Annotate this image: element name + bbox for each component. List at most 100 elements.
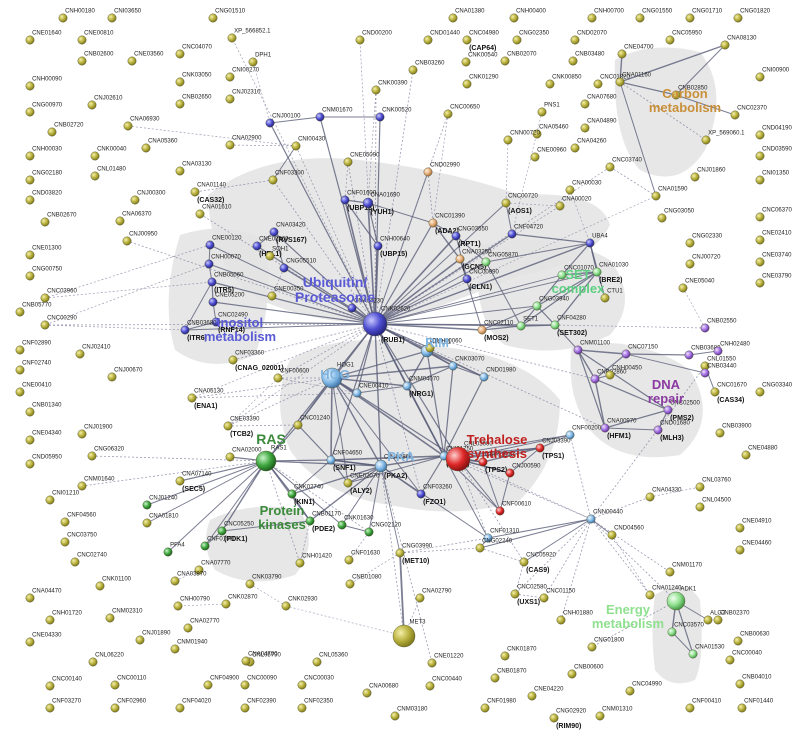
node-cnb02070[interactable]: CNB02070 [500,51,537,66]
node-cna01690[interactable]: CNA01690(YUH1) [362,193,401,217]
node-cnl03760[interactable]: CNL03760 [695,477,732,492]
node-cnk03070[interactable]: CNK03070 [448,356,485,371]
node-cnd03590[interactable]: CND03590 [755,146,793,161]
node-cnb01080[interactable]: CNB01080 [345,574,382,589]
node-cnm01170[interactable]: CNM01170 [665,562,703,577]
node-cne00120[interactable]: CNE00120 [205,235,242,250]
node-cna07680[interactable]: CNA07680 [580,94,617,109]
node-cnf02810[interactable]: CNF02810(TPS2) [478,452,515,474]
node-cnb01170[interactable]: CNB01170(PDE2) [305,511,342,533]
node-cne05200[interactable]: CNE05200 [208,292,245,307]
node-cnf04720[interactable]: CNF04720 [507,224,544,239]
node-cnh01720[interactable]: CNH01720 [45,610,83,625]
node-cne05040[interactable]: CNE05040 [678,278,715,293]
node-cne03790[interactable]: CNE03790 [755,273,792,288]
node-cna01530[interactable]: CNA01530 [688,644,725,659]
node-cni00900[interactable]: CNI00900 [755,67,790,82]
node-cna02000[interactable]: CNA02000 [225,447,262,462]
node-cnc02110[interactable]: CNC02110(MOS2) [477,320,514,342]
node-cng03940[interactable]: CNG03940 [532,296,570,311]
node-met3[interactable]: MET3 [392,620,426,648]
node-cnc03740[interactable]: CNC03740 [605,157,643,172]
node-cne02070[interactable]: CNE02070(ALY2) [343,473,380,495]
node-cnc00040[interactable]: CNC00040 [725,650,763,665]
node-set1[interactable]: SET1 [516,316,539,331]
node-cna02900[interactable]: CNA02900 [225,135,262,150]
node-cna05130[interactable]: CNA05130(ENA1) [187,388,224,410]
node-cnc03750[interactable]: CNC03750 [60,532,98,547]
node-cnf02960[interactable]: CNF02960 [110,698,147,713]
node-adk1[interactable]: ADK1 [666,587,697,611]
node-cna06370[interactable]: CNA06370 [115,211,152,226]
node-cni00270[interactable]: CNI00270 [225,67,260,82]
node-uba4[interactable]: UBA4 [585,233,609,248]
node-cnj01860[interactable]: CNJ01860 [690,167,726,182]
node-cnf01970[interactable]: CNF01970 [200,536,237,551]
node-cnf00600[interactable]: CNF00600 [273,368,310,383]
node-cne00350[interactable]: CNE00350 [267,286,304,301]
node-cnb03480[interactable]: CNB03480 [568,51,605,66]
node-cnf03260[interactable]: CNF03260(FZO1) [416,484,453,506]
node-cnf03270[interactable]: CNF03270 [45,698,82,713]
node-cnh00790[interactable]: CNH00790 [173,596,211,611]
node-cna03870[interactable]: CNA03870 [170,571,207,586]
node-cnk00390[interactable]: CNK00390 [371,80,408,95]
node-cnf03300[interactable]: CNF03300 [268,170,305,185]
node-cnc00140[interactable]: CNC00140 [45,676,83,691]
node-cnf01440[interactable]: CNF01440 [737,698,774,713]
node-cnb02850[interactable]: CNB02850 [671,85,708,100]
node-cnd01680[interactable]: CND01680(MLH3) [653,420,691,442]
node-hog1[interactable]: HOG1 [321,363,355,389]
node-cng05870[interactable]: CNG05870 [481,252,519,267]
node-cnb03900[interactable]: CNB03900 [715,423,752,438]
node-cng00970[interactable]: CNG00970 [25,102,63,117]
node-cna01380[interactable]: CNA01380 [448,8,485,23]
node-cnh00070[interactable]: CNH00070 [204,254,242,269]
node-cnf01310[interactable]: CNF01310 [483,528,520,543]
node-cnf02350[interactable]: CNF02350 [297,698,334,713]
node-cnh00450[interactable]: CNH00450 [605,365,643,380]
node-cnm01670[interactable]: CNM01670 [315,107,353,122]
node-cnl04500[interactable]: CNL04500 [695,497,732,512]
node-cng02120[interactable]: CNG02120 [364,522,402,537]
node-pfa4[interactable]: PFA4 [163,542,186,557]
node-cni01210[interactable]: CNI01210 [45,490,80,505]
node-cne03390[interactable]: CNE03390(TCB2) [223,416,260,438]
node-cnm04070[interactable]: CNM04070(NRG1) [402,376,440,398]
node-cne03560[interactable]: CNE03560 [127,51,164,66]
node-cnd01980[interactable]: CND01980 [479,367,517,382]
node-cnf02890[interactable]: CNF02890 [15,340,52,355]
node-cna01160[interactable]: CNA01160 [615,72,652,87]
node-cnc05250[interactable]: CNC05250(PDK1) [217,521,255,543]
node-cnf04280[interactable]: CNF04280(SET302) [550,315,587,337]
node-cnk03050[interactable]: CNK03050 [175,72,212,87]
node-cnj01240[interactable]: CNJ01240 [142,495,178,510]
node-cne04460[interactable]: CNE04460 [735,540,772,555]
node-cna04230[interactable]: CNA04230 [347,298,384,313]
node-cnh00700[interactable]: CNH00700 [587,8,625,23]
node-cnc00030[interactable]: CNC00030 [297,675,335,690]
node-cng03990[interactable]: CNG03990(MET10) [395,543,433,565]
node-cng02240[interactable]: CNG02240 [475,538,513,553]
node-cnb01340[interactable]: CNB01340 [25,402,62,417]
node-cne05090[interactable]: CNE05090 [343,152,380,167]
node-cnh00030[interactable]: CNH00030 [25,146,63,161]
node-cnk00520[interactable]: CNK00520 [375,107,412,122]
node-cnf02390[interactable]: CNF02390 [240,698,277,713]
node-cnj00670[interactable]: CNJ00670 [107,367,143,382]
node-cnb01870[interactable]: CNB01870 [490,668,527,683]
node-cnc00990[interactable]: CNC00990(CLN1) [462,269,500,291]
node-cnc05950[interactable]: CNC05950 [665,30,703,45]
node-dph1[interactable]: DPH1 [248,52,272,67]
node-cnf04650[interactable]: CNF04650(SNF1) [326,450,363,472]
node-cna02790[interactable]: CNA02790 [415,588,452,603]
node-cnf01600[interactable]: CNF01600(UBP13) [340,190,377,212]
node-cnc06370[interactable]: CNC06370 [755,207,793,222]
node-cnf04900[interactable]: CNF04900 [203,675,240,690]
node-cni03650[interactable]: CNI03650 [107,8,142,23]
node-cnm02310[interactable]: CNM02310 [105,608,143,623]
node-cnc03570[interactable]: CNC03570 [667,622,705,637]
node-cng01800[interactable]: CNG01800 [587,637,625,652]
node-cne00410b[interactable]: CNE00410 [352,383,389,398]
node-cnb00600[interactable]: CNB00600 [567,664,604,679]
